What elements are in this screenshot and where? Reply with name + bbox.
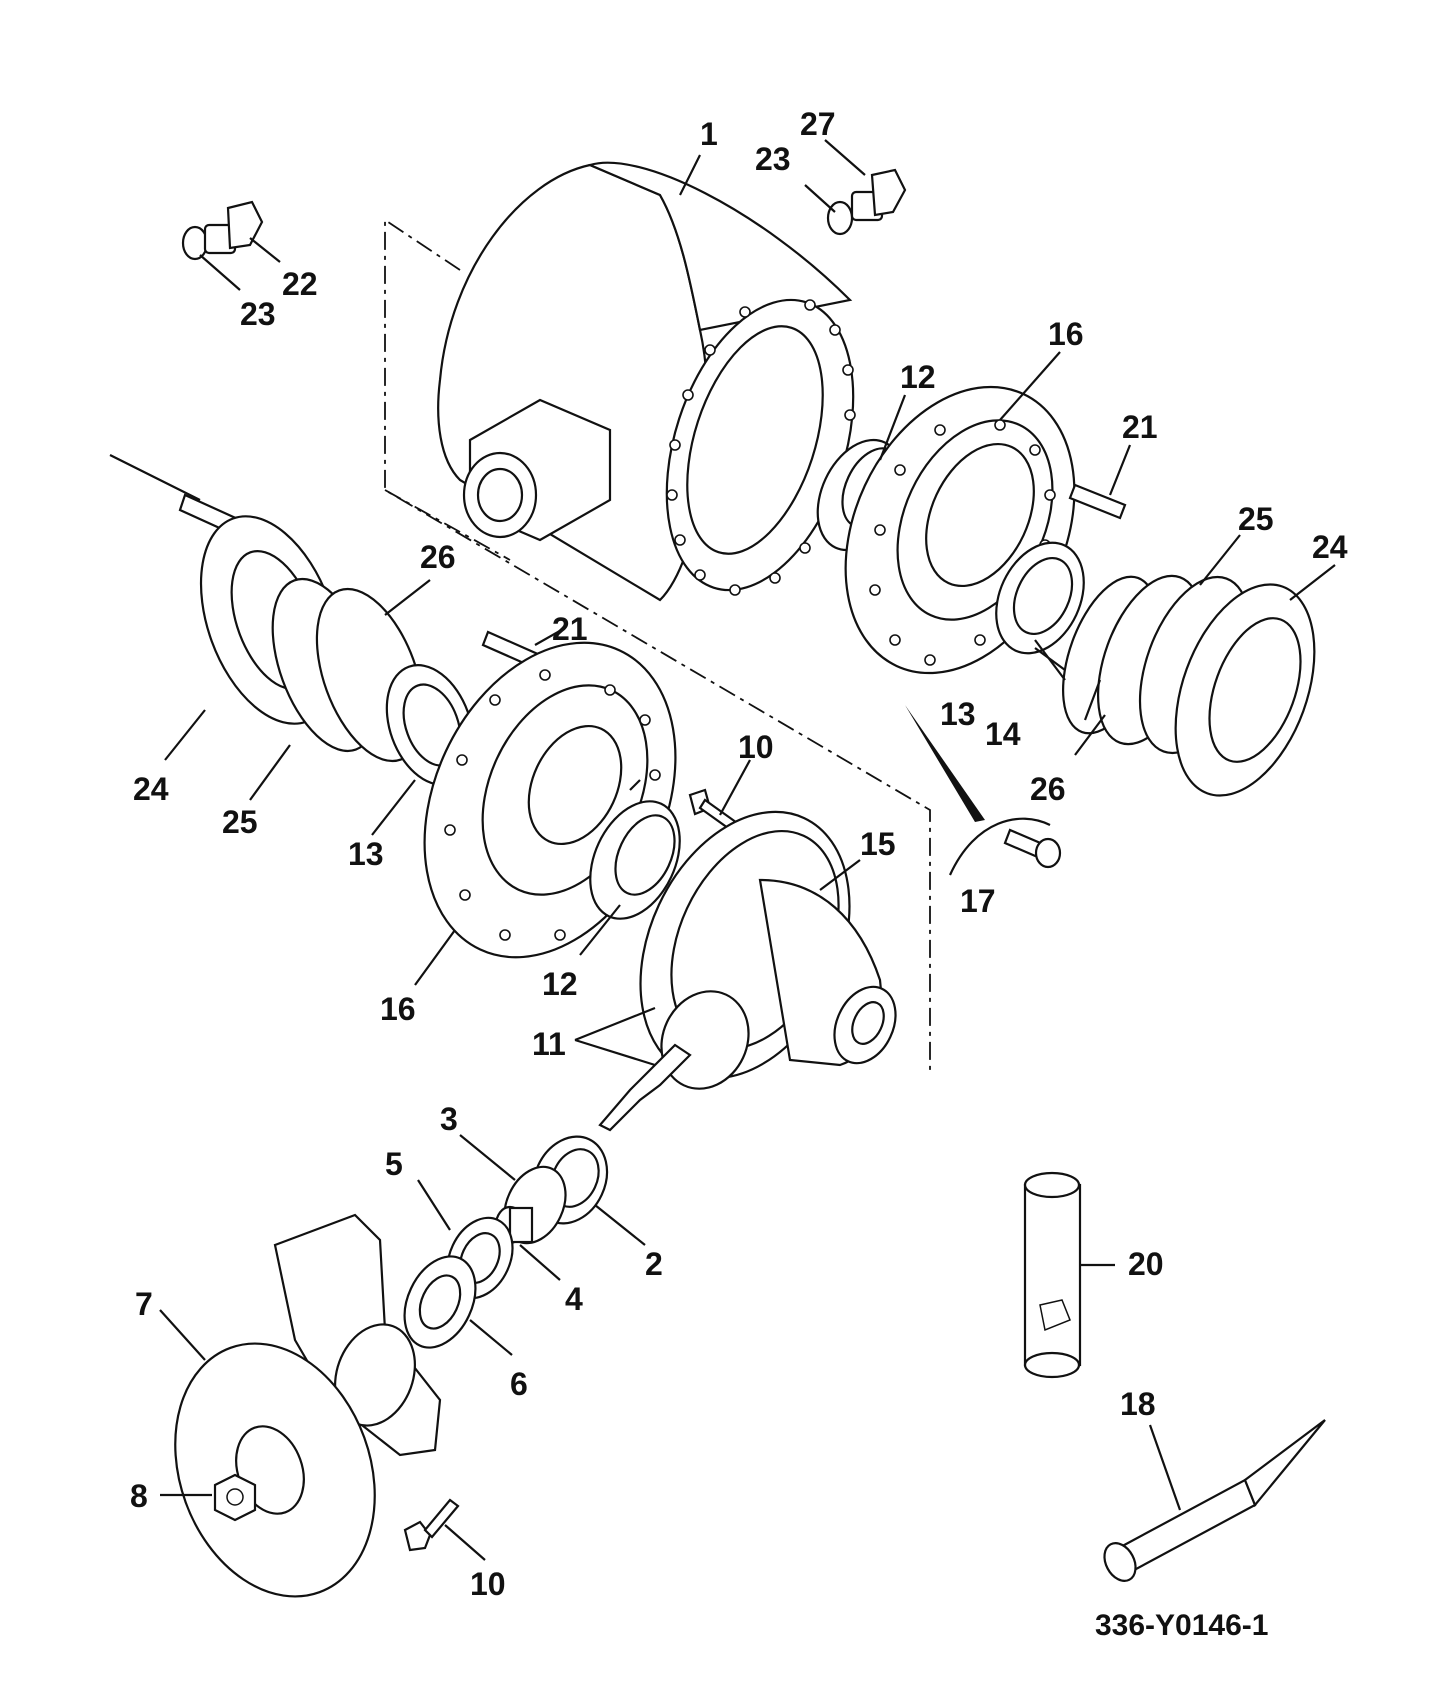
part-sealant-tube <box>1103 1419 1326 1582</box>
callout-25-right: 25 <box>1238 501 1274 537</box>
callout-12-upper: 12 <box>900 359 936 395</box>
callout-5: 5 <box>385 1146 403 1182</box>
callout-10-lower: 10 <box>470 1566 506 1602</box>
callout-21-right: 21 <box>1122 409 1158 445</box>
part-mounting-plate <box>273 1213 442 1457</box>
callout-8: 8 <box>130 1478 148 1514</box>
callout-25-left: 25 <box>222 804 258 840</box>
part-housing <box>437 161 856 602</box>
callout-17: 17 <box>960 883 996 919</box>
callout-24-right: 24 <box>1312 529 1348 565</box>
callout-23-right: 23 <box>755 141 791 177</box>
callout-13-right: 13 <box>940 696 976 732</box>
callout-23-left: 23 <box>240 296 276 332</box>
leader-lines <box>159 139 1336 1561</box>
callout-24-left: 24 <box>133 771 169 807</box>
callout-26-left: 26 <box>420 539 456 575</box>
callout-16-left: 16 <box>380 991 416 1027</box>
part-adjuster-right <box>995 541 1085 671</box>
callout-21-left: 21 <box>552 611 588 647</box>
callout-14: 14 <box>985 716 1021 752</box>
callout-22: 22 <box>282 266 318 302</box>
drawing-code: 336-Y0146-1 <box>1095 1609 1268 1642</box>
part-plug-left <box>181 200 264 261</box>
part-dowel-right <box>1068 483 1127 520</box>
callout-26-right: 26 <box>1030 771 1066 807</box>
callout-27: 27 <box>800 106 836 142</box>
callout-10-upper: 10 <box>738 729 774 765</box>
callout-1: 1 <box>700 116 718 152</box>
callout-2: 2 <box>645 1246 663 1282</box>
callout-15: 15 <box>860 826 896 862</box>
part-tube <box>1023 1171 1082 1379</box>
callout-20: 20 <box>1128 1246 1164 1282</box>
part-bearing-lower <box>589 800 681 920</box>
detail-bolt-17 <box>905 705 1062 876</box>
part-oil-seal <box>403 1255 477 1349</box>
part-flange-nut <box>213 1473 257 1522</box>
part-pinion <box>598 990 750 1132</box>
assembly-boundary <box>384 218 931 1070</box>
callout-6: 6 <box>510 1366 528 1402</box>
callout-16-right: 16 <box>1048 316 1084 352</box>
callout-4: 4 <box>565 1281 583 1317</box>
part-cover-right <box>1174 583 1316 797</box>
callout-7: 7 <box>135 1286 153 1322</box>
callout-12-lower: 12 <box>542 966 578 1002</box>
callout-18: 18 <box>1120 1386 1156 1422</box>
callout-11: 11 <box>532 1026 566 1062</box>
part-bolt-lower <box>403 1498 460 1552</box>
callout-3: 3 <box>440 1101 458 1137</box>
callouts: 1 2 3 4 5 6 7 8 10 10 11 12 12 13 13 14 … <box>130 106 1348 1602</box>
callout-13-left: 13 <box>348 836 384 872</box>
part-plug-right <box>826 168 907 236</box>
